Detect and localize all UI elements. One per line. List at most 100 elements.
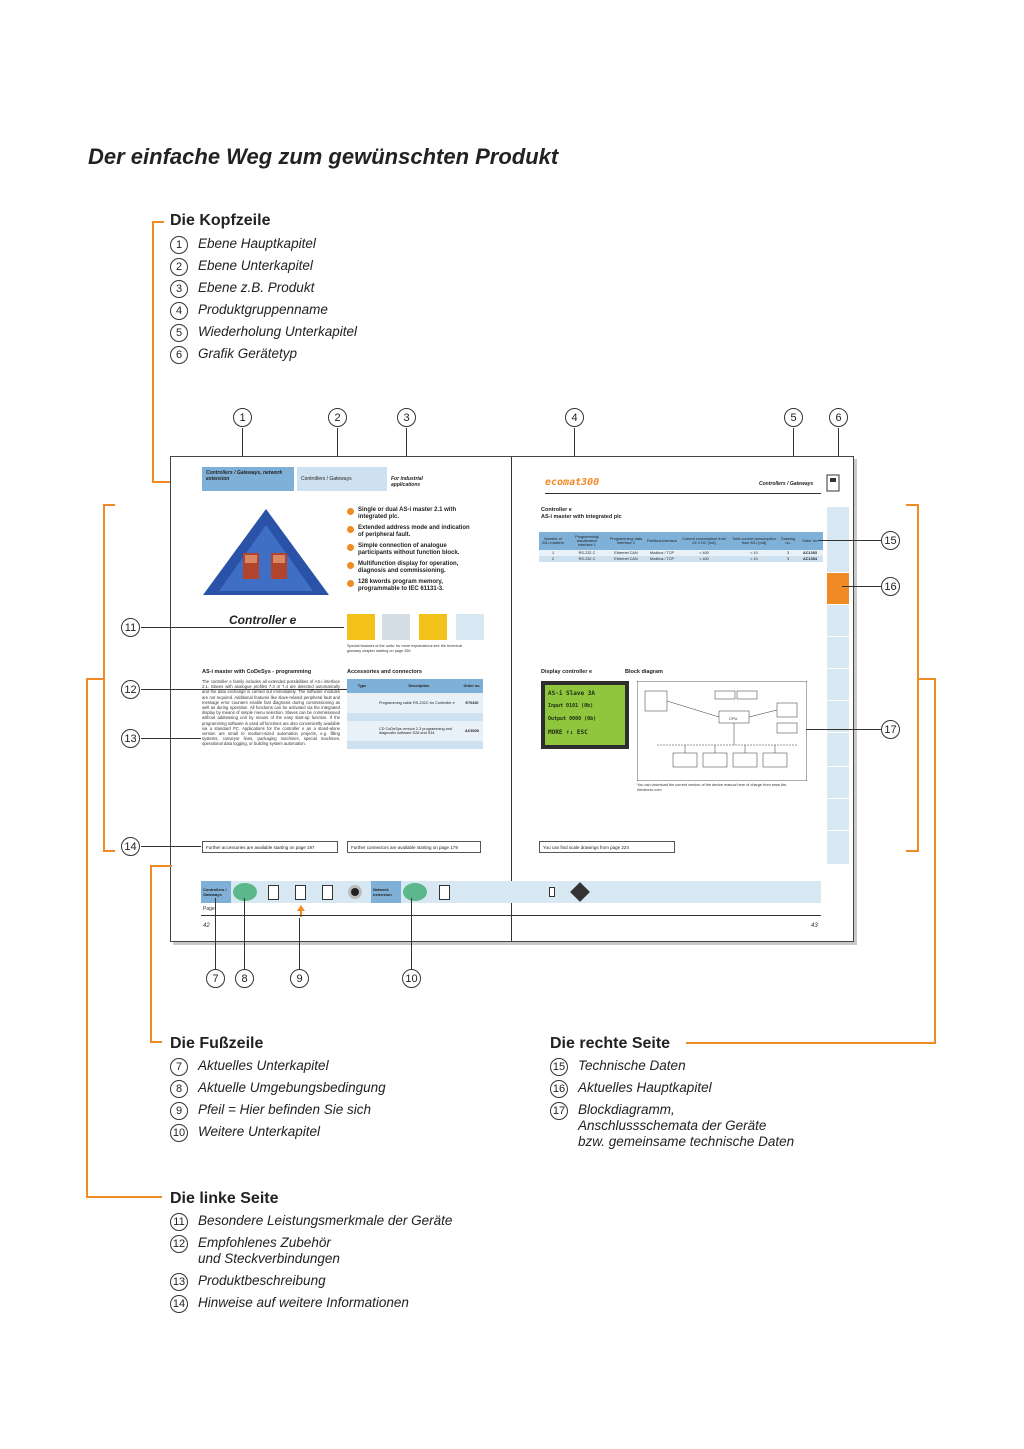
bullet-item: Simple connection of analogue participan… [347, 543, 477, 557]
kopfzeile-heading: Die Kopfzeile [170, 212, 271, 229]
table-header: Number of AS-i masters [542, 537, 564, 545]
leader-line [838, 428, 839, 472]
technical-data-table: Number of AS-i masters Programming/ visu… [539, 532, 823, 562]
leader-line [806, 729, 881, 730]
leader-line [411, 898, 412, 969]
bracket-line [86, 678, 104, 680]
table-header: Programming/ data interface 2 [609, 537, 643, 545]
device-icon[interactable] [439, 885, 450, 900]
marker-6: 6 [829, 408, 848, 427]
table-cell: CD CoDeSys version 2.3 programming and d… [379, 727, 453, 735]
number-badge: 6 [170, 346, 188, 364]
device-icon[interactable] [322, 885, 333, 900]
side-tab[interactable] [827, 541, 849, 573]
marker-14: 14 [121, 837, 140, 856]
table-cell: Modbus / TCP [649, 557, 675, 561]
table-cell [347, 721, 377, 741]
bracket-line [86, 678, 88, 1198]
header-sub-chapter: Controllers / Gateways [297, 467, 387, 491]
legend-text: Technische Daten [578, 1058, 686, 1073]
number-badge: 7 [170, 1058, 188, 1076]
number-badge: 1 [170, 236, 188, 254]
marker-2: 2 [328, 408, 347, 427]
legend-text: Pfeil = Hier befinden Sie sich [198, 1102, 371, 1117]
number-badge: 10 [170, 1124, 188, 1142]
test-feature-icon [456, 614, 484, 640]
table-header: Drawing no. [781, 537, 795, 545]
side-tab[interactable] [827, 701, 849, 733]
warning-feature-icon [347, 614, 375, 640]
marker-7: 7 [206, 969, 225, 988]
legend-text: Ebene Hauptkapitel [198, 236, 316, 251]
legend-text: Aktuelles Hauptkapitel [578, 1080, 712, 1095]
table-cell: AC1354 [803, 557, 817, 561]
bullet-dot [347, 508, 354, 515]
number-badge: 2 [170, 258, 188, 276]
side-tab[interactable] [827, 605, 849, 637]
table-cell: Ethernet CAN [614, 551, 638, 555]
bus-terminator-icon[interactable] [549, 887, 555, 897]
leader-line [406, 428, 407, 472]
leader-line [141, 627, 344, 628]
side-tab-active[interactable] [827, 573, 849, 605]
legend-text: Produktbeschreibung [198, 1273, 326, 1288]
bracket-line [934, 678, 936, 1044]
environment-globe-icon[interactable] [233, 883, 257, 901]
table-cell: Programming cable RS-232C for Controller… [379, 701, 455, 705]
software-cd-icon[interactable] [348, 885, 362, 899]
side-tab[interactable] [827, 637, 849, 669]
environment-globe-icon[interactable] [403, 883, 427, 901]
table-cell: Ethernet CAN [614, 557, 638, 561]
tech-heading: Controller e [541, 507, 572, 513]
block-diagram-note: You can download the current version of … [637, 783, 788, 792]
number-badge: 13 [170, 1273, 188, 1291]
bracket-line [103, 504, 105, 852]
page-number-left: 42 [203, 923, 210, 929]
legend-item: 13 Produktbeschreibung [170, 1273, 452, 1291]
marker-13: 13 [121, 729, 140, 748]
lcd-line: MORE ↑↓ ESC [548, 729, 588, 736]
side-tab[interactable] [827, 733, 849, 767]
device-icon[interactable] [295, 885, 306, 900]
bracket-line [918, 678, 936, 680]
marker-12: 12 [121, 680, 140, 699]
bracket-line [150, 865, 152, 1043]
bullet-text: 128 kwords program memory, programmable … [358, 579, 444, 592]
device-icon[interactable] [268, 885, 279, 900]
side-tab[interactable] [827, 799, 849, 831]
cpu-label: CPU [729, 716, 738, 721]
footer-current-subchapter[interactable]: Controllers / Gateways [201, 881, 231, 903]
header-product: For industrial applications [391, 476, 423, 488]
bullet-text: Multifunction display for operation, dia… [358, 561, 459, 574]
footer-network-extension[interactable]: Network extension [371, 881, 401, 903]
table-cell: 3 [786, 551, 790, 555]
table-cell: < 10 [750, 557, 758, 561]
table-cell: 1 [551, 551, 555, 555]
side-tab[interactable] [827, 767, 849, 799]
side-tab[interactable] [827, 507, 849, 541]
leader-line [141, 689, 347, 690]
bullet-dot [347, 544, 354, 551]
leader-line [818, 540, 881, 541]
spine [511, 457, 512, 941]
side-tab[interactable] [827, 831, 849, 865]
marker-15: 15 [881, 531, 900, 550]
table-header: Total current consumption from AS-i [mA] [732, 537, 776, 545]
leader-line [242, 428, 243, 466]
catalog-spread: Controllers / Gateways, network extensio… [170, 456, 854, 942]
block-diagram-heading: Block diagram [625, 669, 663, 675]
marker-9: 9 [290, 969, 309, 988]
number-badge: 17 [550, 1102, 568, 1120]
table-cell: < 400 [699, 551, 709, 555]
table-header: Programming/ visualisation interface 1 [575, 535, 599, 547]
side-tab[interactable] [827, 669, 849, 701]
footer-rule [201, 915, 821, 916]
marker-5: 5 [784, 408, 803, 427]
